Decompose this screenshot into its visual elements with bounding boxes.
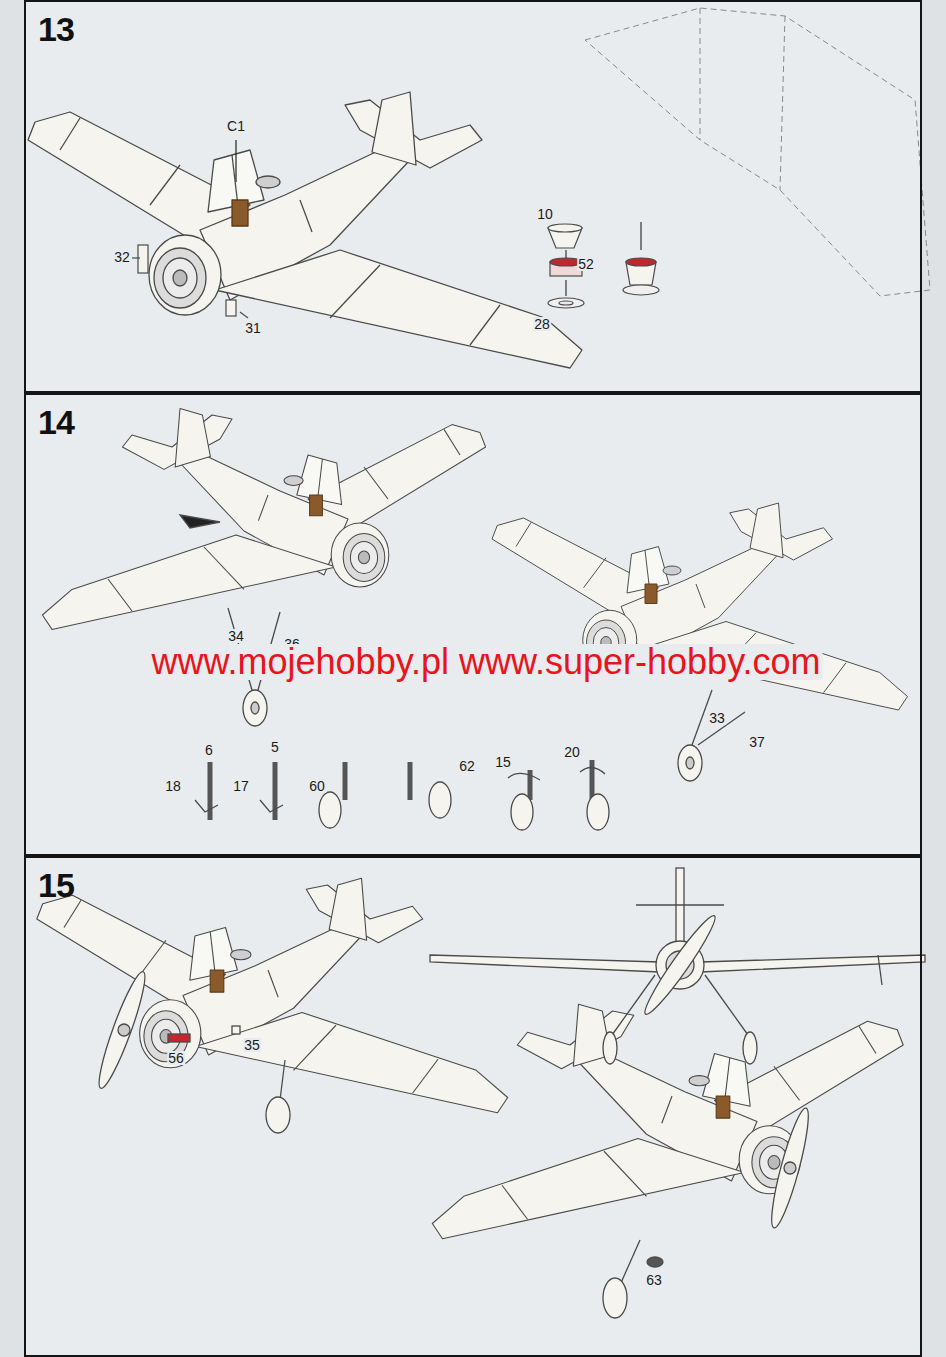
callout-number: 15 — [494, 755, 512, 769]
callout-number: 52 — [577, 257, 595, 271]
callout-number: 31 — [244, 321, 262, 335]
callout-number: 18 — [164, 779, 182, 793]
callout-number: C1 — [226, 119, 246, 133]
callout-number: 62 — [458, 759, 476, 773]
step-panel: 14 — [24, 393, 922, 856]
callout-number: 5 — [270, 740, 280, 754]
callout-number: 17 — [232, 779, 250, 793]
callout-number: 28 — [533, 317, 551, 331]
callout-number: 32 — [113, 250, 131, 264]
callout-number: 56 — [167, 1051, 185, 1065]
step-number: 14 — [38, 405, 74, 439]
callout-number: 63 — [645, 1273, 663, 1287]
callout-number: 37 — [748, 735, 766, 749]
callout-number: 10 — [536, 207, 554, 221]
callout-number: 34 — [227, 629, 245, 643]
callout-number: 6 — [204, 743, 214, 757]
step-panel: 13 — [24, 0, 922, 393]
callout-number: 60 — [308, 779, 326, 793]
callout-number: 20 — [563, 745, 581, 759]
step-number: 15 — [38, 868, 74, 902]
step-panel: 15 — [24, 856, 922, 1357]
callout-number: 33 — [708, 711, 726, 725]
watermark: www.mojehobby.pl www.super-hobby.com — [150, 644, 823, 680]
step-number: 13 — [38, 12, 74, 46]
callout-number: 35 — [243, 1038, 261, 1052]
